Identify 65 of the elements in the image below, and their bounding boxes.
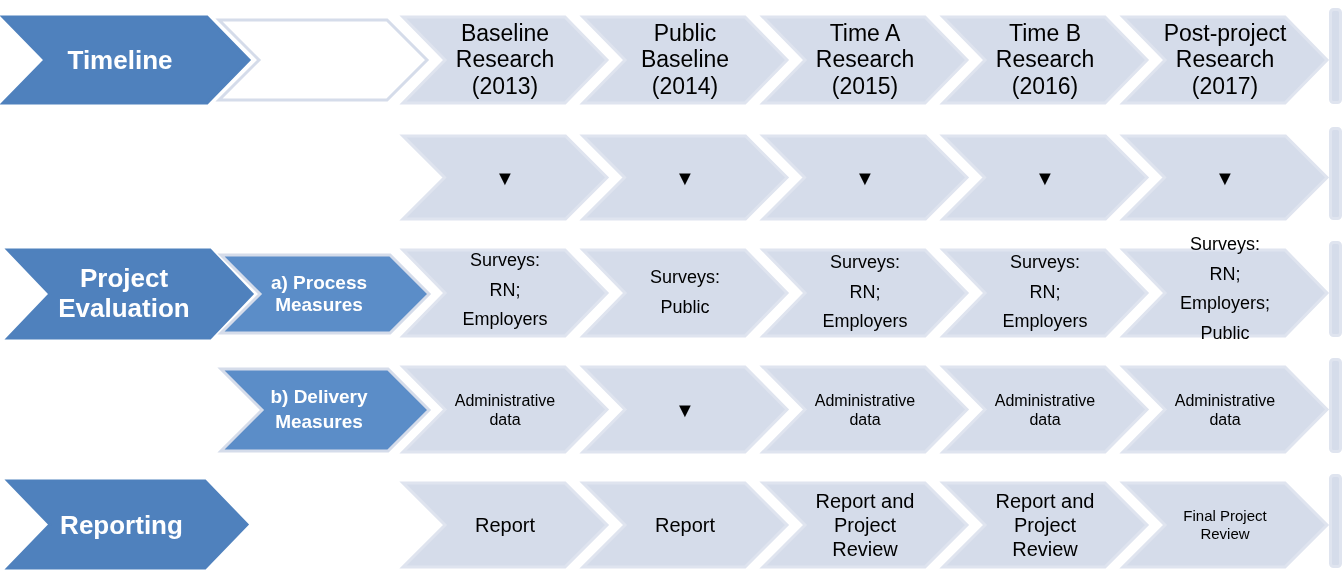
row-header-panel xyxy=(5,478,250,571)
step-label: Report and Project Review xyxy=(814,489,916,561)
step-label: Surveys: RN; Employers; Public xyxy=(1179,232,1271,345)
stage-panel xyxy=(1120,480,1330,570)
stage-panel xyxy=(760,14,970,106)
step-label: Time A Research (2015) xyxy=(814,20,916,100)
stage-panel xyxy=(940,133,1150,222)
row-heading: b) Delivery Measures xyxy=(269,385,369,434)
stage-panel xyxy=(580,364,790,455)
row-header-panel xyxy=(5,247,255,341)
step-label: ▼ xyxy=(674,165,696,190)
stage-panel xyxy=(400,480,610,570)
stage-panel xyxy=(760,133,970,222)
step-label: Public Baseline (2014) xyxy=(639,20,731,100)
row-heading: Timeline xyxy=(66,45,174,75)
stage-panel xyxy=(1120,364,1330,455)
blank-stage-panel xyxy=(216,17,430,103)
step-label: Administrative data xyxy=(1173,390,1277,429)
stage-panel xyxy=(400,14,610,106)
step-label: ▼ xyxy=(1034,165,1056,190)
step-label: Report xyxy=(474,513,536,537)
step-label: Surveys: Public xyxy=(649,266,721,319)
stage-panel xyxy=(940,247,1150,339)
stage-panel xyxy=(940,364,1150,455)
edge-bar xyxy=(1329,127,1342,220)
stage-panel xyxy=(940,14,1150,106)
stage-panel xyxy=(400,364,610,455)
step-label: Post-project Research (2017) xyxy=(1162,20,1288,100)
stage-panel xyxy=(400,133,610,222)
step-label: Baseline Research (2013) xyxy=(454,20,556,100)
edge-bar xyxy=(1329,358,1342,453)
row-header-panel xyxy=(0,14,252,106)
row-heading: Project Evaluation xyxy=(57,264,191,324)
stage-panel xyxy=(940,480,1150,570)
subheader-panel xyxy=(218,252,432,336)
step-label: ▼ xyxy=(854,165,876,190)
step-label: Surveys: RN; Employers xyxy=(1001,251,1089,334)
stage-panel xyxy=(1120,14,1330,106)
step-label: Report xyxy=(654,513,716,537)
step-label: Administrative data xyxy=(813,390,917,429)
step-label: Surveys: RN; Employers xyxy=(461,249,549,332)
stage-panel xyxy=(580,133,790,222)
step-label: Administrative data xyxy=(993,390,1097,429)
step-label: ▼ xyxy=(1214,165,1236,190)
step-label: Report and Project Review xyxy=(994,489,1096,561)
step-label: Surveys: RN; Employers xyxy=(821,251,909,334)
stage-panel xyxy=(580,480,790,570)
step-label: Administrative data xyxy=(453,390,557,429)
stage-panel xyxy=(580,247,790,339)
step-label: ▼ xyxy=(674,397,696,422)
stage-panel xyxy=(400,247,610,339)
step-label: ▼ xyxy=(494,165,516,190)
row-heading: a) Process Measures xyxy=(269,272,369,316)
edge-bar xyxy=(1329,241,1342,337)
stage-panel xyxy=(760,480,970,570)
stage-panel xyxy=(1120,133,1330,222)
edge-bar xyxy=(1329,8,1342,104)
row-heading: Reporting xyxy=(59,510,184,539)
edge-bar xyxy=(1329,474,1342,568)
stage-panel xyxy=(580,14,790,106)
stage-panel xyxy=(760,247,970,339)
stage-panel xyxy=(760,364,970,455)
step-label: Time B Research (2016) xyxy=(994,20,1096,100)
step-label: Final Project Review xyxy=(1182,507,1268,543)
subheader-panel xyxy=(218,366,432,454)
